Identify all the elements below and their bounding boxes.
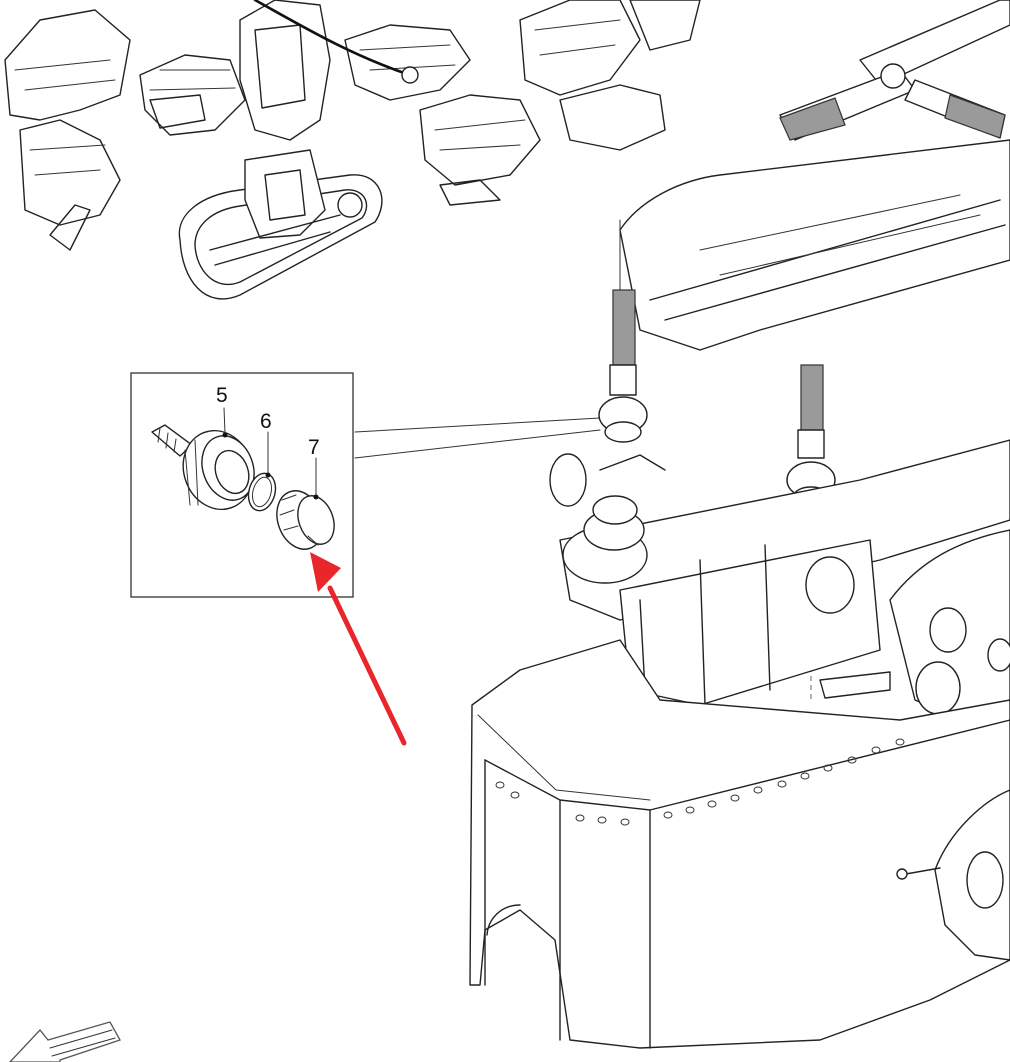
direction-arrow-icon — [9, 1021, 121, 1062]
part-7-plug — [276, 457, 335, 550]
part-5-fitting — [151, 407, 255, 511]
callout-label-6: 6 — [260, 410, 272, 433]
upper-machine-assembly — [4, 0, 701, 300]
rivet-row — [495, 738, 905, 826]
callout-label-7: 7 — [308, 436, 320, 459]
callout-label-5: 5 — [216, 384, 228, 407]
red-pointer-arrow — [310, 552, 407, 746]
main-body-assembly — [354, 0, 1010, 1049]
part-6-o-ring — [247, 431, 277, 512]
